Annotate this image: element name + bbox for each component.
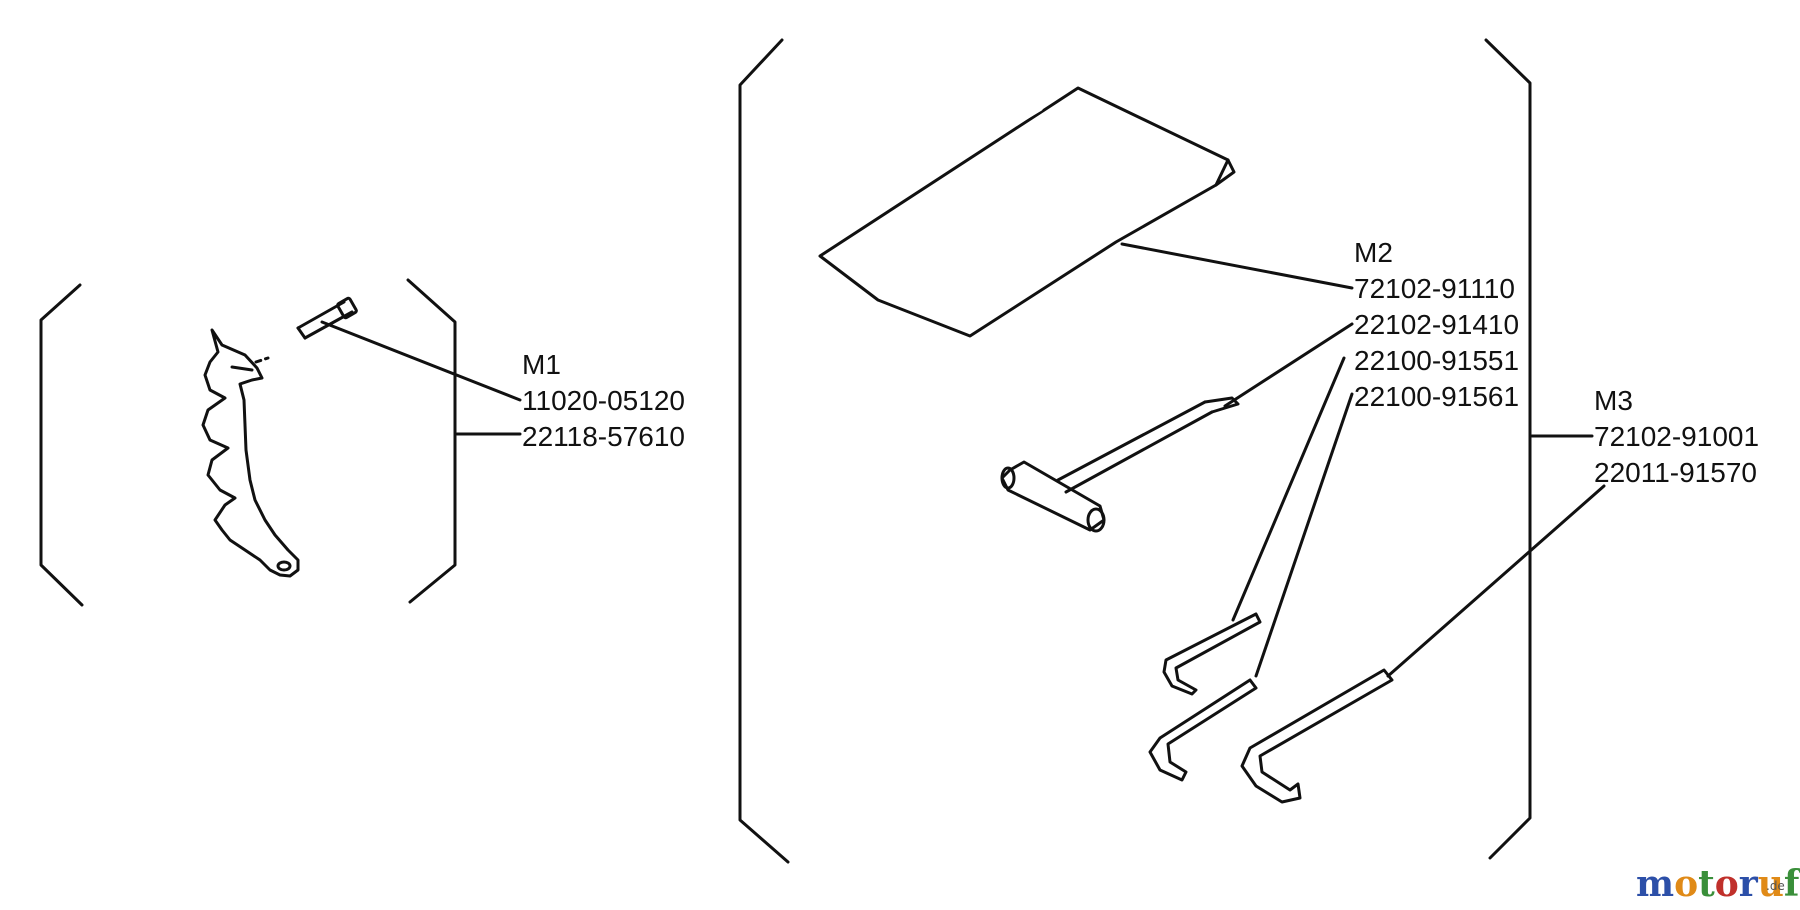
watermark-letter: t <box>1698 863 1715 905</box>
part-number: 72102-91110 <box>1354 273 1515 304</box>
watermark-letter: o <box>1674 863 1698 905</box>
group-label-m2: M2 <box>1354 237 1393 268</box>
watermark-suffix: .de <box>1766 879 1785 893</box>
watermark-logo: motoruf .de <box>1636 863 1800 905</box>
watermark-letter: r <box>1739 863 1759 905</box>
hex-key-small-drawing <box>1162 612 1262 696</box>
hex-key-medium-drawing <box>1148 678 1258 782</box>
part-number: 22011-91570 <box>1594 457 1757 488</box>
watermark-letter: f <box>1784 863 1800 905</box>
group-m1-right-bracket <box>406 278 457 604</box>
part-number: 22118-57610 <box>522 421 685 452</box>
group-label-m3: M3 <box>1594 385 1633 416</box>
leader-11020-05120 <box>320 320 522 402</box>
bolt-alignment-line <box>254 356 270 364</box>
group-m2-left-bracket <box>738 38 790 864</box>
leader-22011-91570 <box>1386 484 1606 678</box>
part-number: 22102-91410 <box>1354 309 1519 340</box>
saw-guard-pivot-hole <box>276 560 292 572</box>
group-label-m1: M1 <box>522 349 561 380</box>
leader-72102-91110 <box>1120 242 1354 290</box>
group-m3-right-bracket <box>1484 38 1532 860</box>
watermark-letter: o <box>1715 863 1739 905</box>
watermark-letter: m <box>1636 863 1674 905</box>
part-number: 72102-91001 <box>1594 421 1759 452</box>
spark-plug-wrench-drawing <box>1000 396 1240 533</box>
svg-text:motoruf: motoruf <box>1636 863 1800 905</box>
group-m1-left-bracket <box>39 283 84 607</box>
leader-22100-91561 <box>1254 392 1354 678</box>
tool-bag-drawing <box>818 86 1236 338</box>
leader-22102-91410 <box>1223 322 1354 408</box>
part-number: 22100-91561 <box>1354 381 1519 412</box>
watermark-letter: u <box>1758 863 1784 905</box>
bolt-drawing <box>296 296 358 340</box>
part-number: 11020-05120 <box>522 385 685 416</box>
saw-guard-hole <box>230 365 254 372</box>
part-number: 22100-91551 <box>1354 345 1519 376</box>
saw-guard-drawing <box>201 328 300 578</box>
hex-key-large-drawing <box>1240 668 1394 804</box>
leader-22100-91551 <box>1231 356 1346 622</box>
